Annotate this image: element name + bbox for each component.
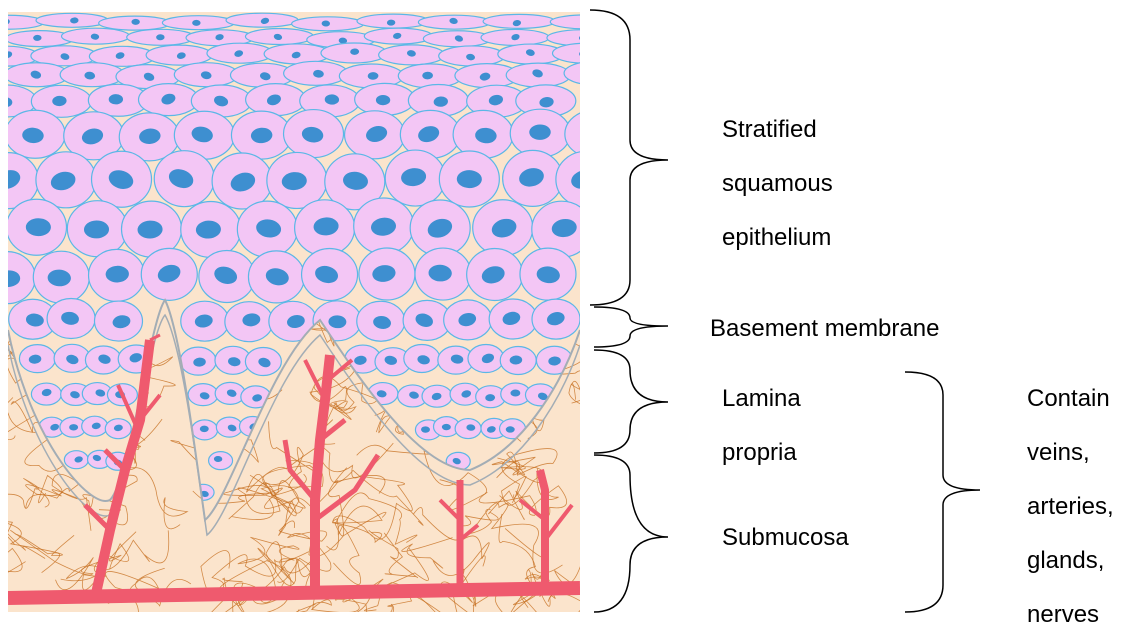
tissue-illustration xyxy=(0,0,1139,615)
label-contain-list: Contain veins, arteries, glands, nerves xyxy=(1027,372,1114,642)
label-line: arteries, xyxy=(1027,480,1114,534)
label-line: Lamina xyxy=(722,372,801,426)
label-line: veins, xyxy=(1027,426,1114,480)
epithelial-cell xyxy=(564,61,628,85)
label-line: Stratified xyxy=(722,103,833,157)
bracket-submucosa xyxy=(594,455,668,612)
epithelial-cell xyxy=(552,43,618,63)
bracket-basement-membrane xyxy=(594,307,668,347)
epithelial-cell xyxy=(565,110,625,158)
cell-nucleus xyxy=(590,68,602,77)
cell-nucleus xyxy=(579,35,588,41)
cell-nucleus xyxy=(376,95,390,105)
bracket-epithelium xyxy=(590,10,668,305)
epithelial-cell xyxy=(547,30,615,46)
label-submucosa: Submucosa xyxy=(722,526,849,550)
label-line: propria xyxy=(722,426,801,480)
cell-nucleus xyxy=(506,426,515,432)
label-line: glands, xyxy=(1027,534,1114,588)
label-lamina-propria: Lamina propria xyxy=(722,372,801,480)
bracket-lamina-propria xyxy=(594,350,668,453)
cell-nucleus xyxy=(580,19,589,26)
label-stratified-squamous-epithelium: Stratified squamous epithelium xyxy=(722,103,833,265)
label-line: Contain xyxy=(1027,372,1114,426)
label-line: squamous xyxy=(722,157,833,211)
bracket-contain xyxy=(905,372,980,612)
label-basement-membrane: Basement membrane xyxy=(710,317,939,341)
cell-nucleus xyxy=(131,19,139,25)
epithelial-cell xyxy=(550,15,622,29)
brackets xyxy=(590,10,980,612)
label-line: epithelium xyxy=(722,211,833,265)
cell-nucleus xyxy=(583,124,607,143)
label-line: nerves xyxy=(1027,588,1114,642)
epithelial-cell xyxy=(556,151,616,207)
